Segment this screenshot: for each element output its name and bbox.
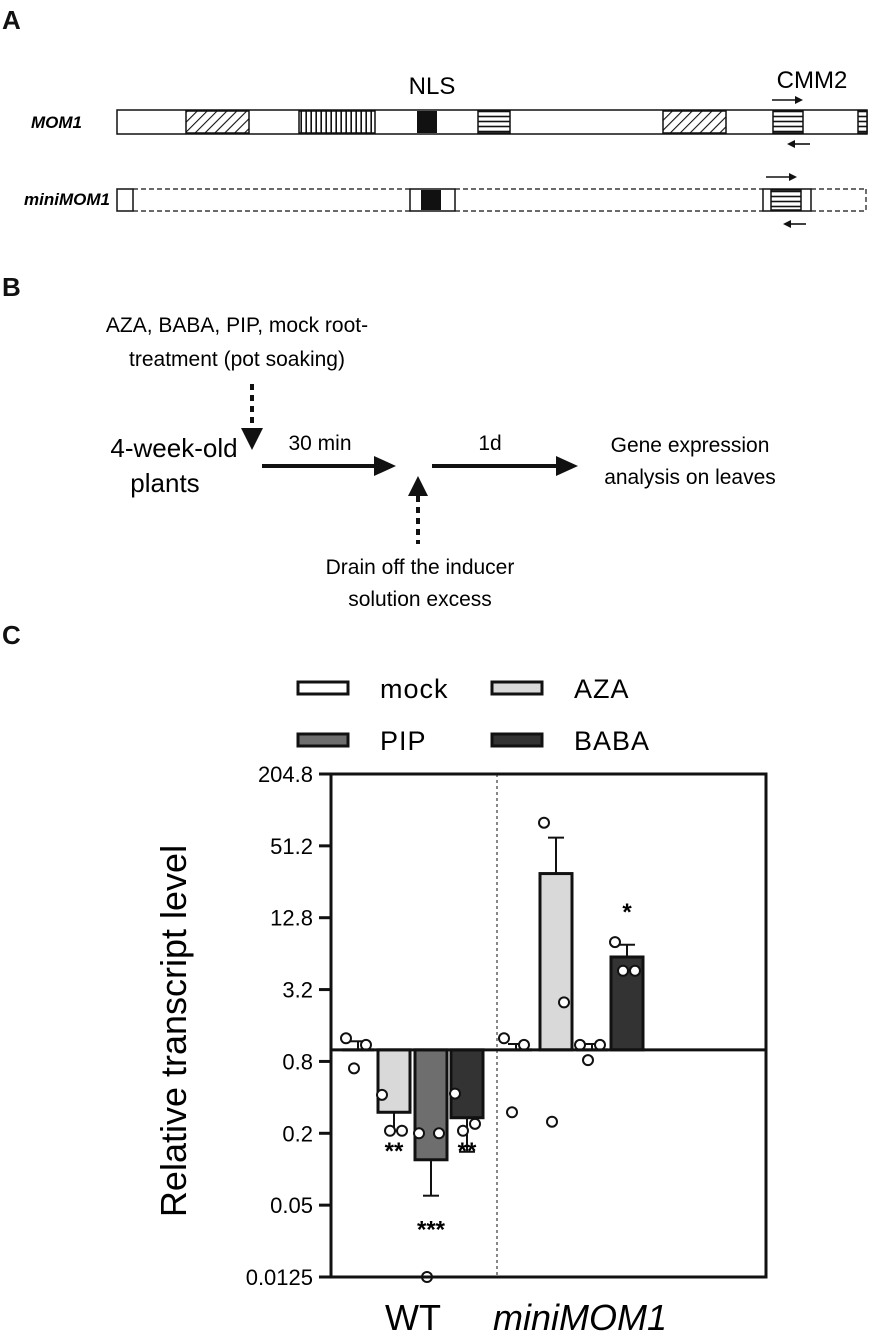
significance-label: ***: [417, 1217, 446, 1244]
mom1-domain-2: [298, 110, 376, 134]
panel-a-letter: A: [2, 5, 21, 35]
mom1-domain-3: [477, 110, 511, 134]
bar-wt-baba: [449, 1048, 485, 1120]
data-point: [582, 1054, 594, 1067]
treatment-line1: AZA, BABA, PIP, mock root-: [106, 314, 368, 337]
y-tick-label: 3.2: [282, 978, 313, 1003]
legend-label-mock: mock: [380, 674, 449, 704]
mom1-reverse-primer-arrow: [787, 140, 810, 148]
step2-label: 1d: [478, 432, 501, 455]
data-point: [506, 1106, 518, 1119]
data-point: [457, 1124, 469, 1137]
significance-label: *: [622, 899, 632, 926]
data-point: [340, 1032, 352, 1045]
bars: [342, 836, 645, 1197]
mom1-cmm2: [772, 110, 804, 134]
mom1-forward-primer-arrow: [772, 96, 803, 104]
data-point: [546, 1115, 558, 1128]
data-point: [469, 1117, 481, 1130]
legend-swatch-pip: [296, 732, 350, 748]
x-group-label-wt: WT: [385, 1297, 441, 1337]
data-point: [558, 996, 570, 1009]
legend-label-aza: AZA: [574, 674, 630, 704]
y-axis: 0.0125 0.05 0.2 0.8 3.2 12.8 51.2 204.8: [246, 762, 331, 1290]
legend-swatch-baba: [490, 732, 544, 748]
data-point: [433, 1127, 445, 1140]
bar-wt-pip: [413, 1048, 449, 1162]
significance-label: **: [458, 1138, 477, 1165]
data-point: [609, 936, 621, 949]
minimom1-cmm2: [770, 189, 802, 211]
plants-line2: plants: [130, 468, 199, 498]
legend: mock AZA PIP BABA: [296, 674, 650, 756]
y-tick-label: 0.2: [282, 1121, 313, 1146]
data-point: [413, 1127, 425, 1140]
data-point: [629, 964, 641, 977]
mom1-nls: [417, 111, 437, 133]
x-group-label-minimom1: miniMOM1: [493, 1297, 667, 1337]
nls-label: NLS: [409, 73, 456, 100]
minimom1-reverse-primer-arrow: [783, 220, 806, 228]
result-line2: analysis on leaves: [604, 466, 776, 489]
minimom1-nls: [421, 190, 441, 210]
y-tick-label: 204.8: [258, 762, 313, 787]
cmm2-label: CMM2: [777, 67, 848, 94]
data-points: ********: [340, 816, 641, 1283]
plot-border: [329, 772, 768, 1279]
data-point: [498, 1032, 510, 1045]
data-point: [449, 1087, 461, 1100]
legend-swatch-mock: [296, 680, 350, 696]
y-tick-label: 0.8: [282, 1049, 313, 1074]
legend-label-pip: PIP: [380, 726, 427, 756]
minimom1-forward-primer-arrow: [766, 173, 797, 181]
mom1-label: MOM1: [31, 113, 82, 132]
bar-wt-aza: [376, 1048, 412, 1114]
data-point: [384, 1124, 396, 1137]
domain-diagram: MOM1 NLS CMM2 miniMOM1: [24, 67, 868, 228]
data-point: [617, 964, 629, 977]
y-tick-label: 0.05: [270, 1193, 313, 1218]
panel-b-letter: B: [2, 272, 21, 302]
workflow-diagram: AZA, BABA, PIP, mock root- treatment (po…: [106, 314, 776, 611]
data-point: [538, 816, 550, 829]
y-axis-label: Relative transcript level: [153, 845, 194, 1217]
mom1-domain-4: [662, 110, 727, 134]
minimom1-start: [116, 188, 134, 212]
treatment-arrow-head: [241, 428, 263, 450]
significance-label: **: [385, 1138, 404, 1165]
data-point: [376, 1088, 388, 1101]
plot-frame: [329, 772, 768, 1279]
mom1-domain-1: [185, 110, 250, 134]
drain-line1: Drain off the inducer: [326, 556, 515, 579]
y-tick-label: 12.8: [270, 906, 313, 931]
legend-swatch-aza: [490, 680, 544, 696]
step1-label: 30 min: [288, 432, 351, 455]
y-tick-label: 0.0125: [246, 1265, 313, 1290]
bar-minimom1-aza: [538, 872, 574, 1052]
drain-line2: solution excess: [348, 588, 492, 611]
minimom1-label: miniMOM1: [24, 190, 110, 209]
drain-arrow-head: [408, 476, 428, 496]
plants-line1: 4-week-old: [110, 433, 237, 463]
data-point: [348, 1062, 360, 1075]
panel-c-letter: C: [2, 620, 21, 650]
mom1-domain-end: [857, 110, 868, 134]
legend-label-baba: BABA: [574, 726, 650, 756]
data-point: [396, 1124, 408, 1137]
treatment-line2: treatment (pot soaking): [129, 348, 345, 371]
result-line1: Gene expression: [611, 434, 770, 457]
y-tick-label: 51.2: [270, 834, 313, 859]
x-axis: WT miniMOM1: [385, 1297, 667, 1337]
